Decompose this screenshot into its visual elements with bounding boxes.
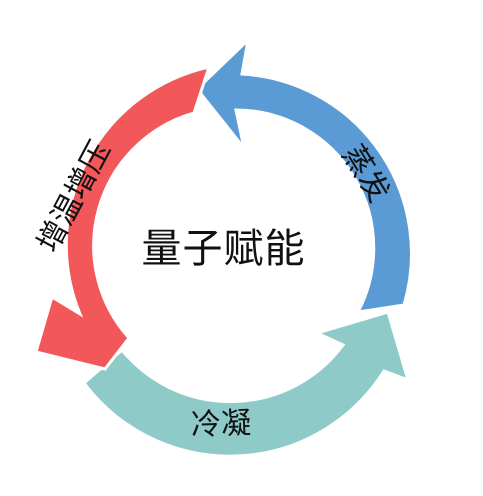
- condensation-arrow: [81, 310, 411, 458]
- stage-label-condensation: 冷凝: [190, 405, 252, 444]
- heating-pressurizing-arrow: [34, 64, 212, 371]
- evaporation-arrow: [194, 35, 413, 314]
- center-label: 量子赋能: [141, 226, 306, 272]
